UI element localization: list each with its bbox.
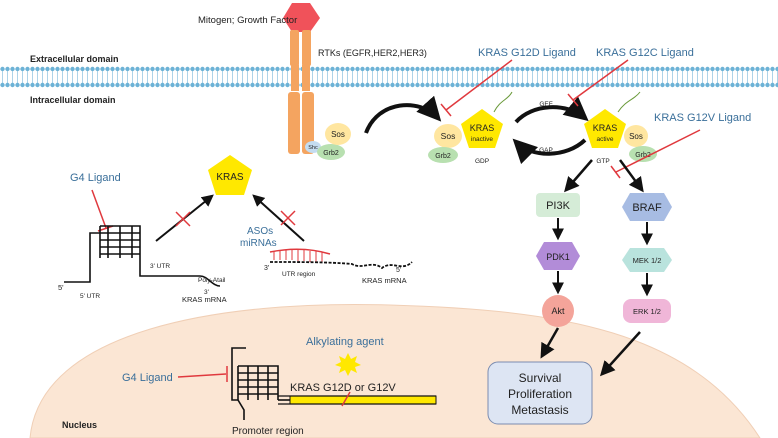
kras-active-sub: active (597, 136, 614, 143)
kras-main-pentagon (208, 155, 252, 195)
asos-label: ASOs (247, 226, 273, 237)
aso-strand (269, 248, 331, 255)
kras-g12d-or-g12v-label: KRAS G12D or G12V (290, 382, 396, 394)
kras-active-pentagon (584, 109, 626, 148)
grb2-mid-label: Grb2 (435, 153, 451, 160)
sos-mid-node (434, 124, 462, 148)
outcome-metastasis: Metastasis (511, 403, 568, 417)
aso-block-cross-b2 (280, 210, 296, 226)
five-prime-utr: 5' UTR (80, 293, 100, 300)
utr-region: UTR region (282, 271, 316, 278)
sos-mid-label: Sos (441, 131, 456, 141)
g12c-inhibitor-bar (567, 93, 579, 107)
sos-left-node (325, 123, 351, 145)
sos-left-label: Sos (331, 130, 345, 139)
akt-label: Akt (551, 306, 565, 316)
gef-label: GEF (539, 101, 552, 108)
erk-to-outcome-arrow (599, 331, 641, 377)
pi3k-label: PI3K (546, 200, 571, 212)
grb2-mid-node (428, 147, 458, 163)
alkylating-agent-label: Alkylating agent (306, 336, 384, 348)
kras-inactive-sub: inactive (471, 136, 493, 143)
mutation-mark (341, 391, 351, 407)
mitogen-hexagon (283, 3, 320, 32)
g4-ligand-bottom-label: G4 Ligand (122, 372, 173, 384)
mek-label: MEK 1/2 (633, 256, 662, 265)
rtk-receptor (288, 30, 314, 154)
g4-top-inhibitor-line (91, 189, 107, 229)
shc-node (305, 141, 321, 153)
grb2-left-node (317, 144, 345, 160)
alkylating-agent-burst (335, 353, 361, 376)
three-prime-left: 3' (204, 289, 209, 296)
erk-label: ERK 1/2 (633, 307, 661, 316)
shc-label: Shc (308, 145, 318, 151)
gtp-label: GTP (596, 158, 609, 165)
grb2-right-label: Grb2 (635, 152, 651, 159)
sos-right-node (624, 125, 648, 147)
pdk1-label: PDK1 (546, 252, 570, 262)
grb2-right-node (629, 146, 657, 162)
g12v-inhibitor-line (615, 129, 701, 173)
mitogen-label: Mitogen; Growth Factor (198, 15, 297, 26)
kras-inactive-anchor (493, 91, 513, 113)
rtks-label: RTKs (EGFR,HER2,HER3) (318, 48, 427, 58)
three-prime-utr: 3' UTR (150, 263, 170, 270)
mek-node (622, 248, 672, 272)
kras-g12c-ligand-label: KRAS G12C Ligand (596, 47, 694, 59)
five-prime-right: 5' (396, 267, 401, 274)
gdp-label: GDP (475, 158, 489, 165)
aso-to-kras-arrow (252, 194, 305, 242)
kras-g12v-ligand-label: KRAS G12V Ligand (654, 112, 751, 124)
outcome-proliferation: Proliferation (508, 387, 572, 401)
g12d-inhibitor-bar (440, 103, 452, 117)
kras-mrna-left: KRAS mRNA (182, 295, 227, 304)
kras-g12d-ligand-label: KRAS G12D Ligand (478, 47, 576, 59)
three-prime-right: 3' (264, 265, 269, 272)
aso-rungs (273, 250, 323, 263)
erk-node (623, 299, 671, 323)
g12v-inhibitor-bar (610, 165, 621, 179)
g12c-inhibitor-line (572, 59, 629, 101)
akt-to-outcome-arrow (540, 327, 560, 359)
braf-node (622, 193, 672, 221)
gef-arrow (514, 96, 589, 124)
outcome-box (487, 361, 593, 425)
kras-mrna-right: KRAS mRNA (362, 276, 407, 285)
gap-arrow (512, 138, 587, 165)
gap-label: GAP (539, 147, 553, 154)
cell-membrane (0, 66, 778, 88)
g4-bottom-inhibitor-line (177, 373, 227, 378)
kras-to-pi3k-arrow (564, 159, 593, 193)
kras-gene-yellow-band (289, 395, 437, 405)
kras-active-title: KRAS (593, 123, 618, 133)
five-prime-left: 5' (58, 283, 64, 292)
sos-right-label: Sos (629, 132, 643, 141)
nucleus-label: Nucleus (62, 420, 97, 430)
mrna-block-cross-a2 (175, 211, 191, 227)
g4-quadruplex-mrna (64, 225, 221, 287)
intracellular-label: Intracellular domain (30, 95, 116, 105)
outcome-survival: Survival (519, 371, 562, 385)
g12d-inhibitor-line (445, 59, 513, 111)
kras-inactive-title: KRAS (470, 123, 495, 133)
kras-inactive-pentagon (461, 109, 503, 148)
grb2-left-label: Grb2 (323, 150, 339, 157)
kras-to-braf-arrow (618, 159, 644, 193)
pdk1-node (536, 242, 580, 270)
braf-label: BRAF (632, 202, 662, 214)
extracellular-label: Extracellular domain (30, 54, 119, 64)
g4-ligand-top-label: G4 Ligand (70, 172, 121, 184)
recruitment-arrow (364, 95, 442, 134)
kras-mrna-right-strand (269, 261, 413, 270)
pi3k-node (536, 193, 580, 217)
akt-node (542, 295, 574, 327)
poly-a-tail: Poly-Atail (198, 277, 226, 284)
promoter-region-label: Promoter region (232, 426, 304, 437)
kras-active-anchor (617, 91, 641, 113)
mirnas-label: miRNAs (240, 238, 277, 249)
kras-main-label: KRAS (216, 172, 244, 183)
